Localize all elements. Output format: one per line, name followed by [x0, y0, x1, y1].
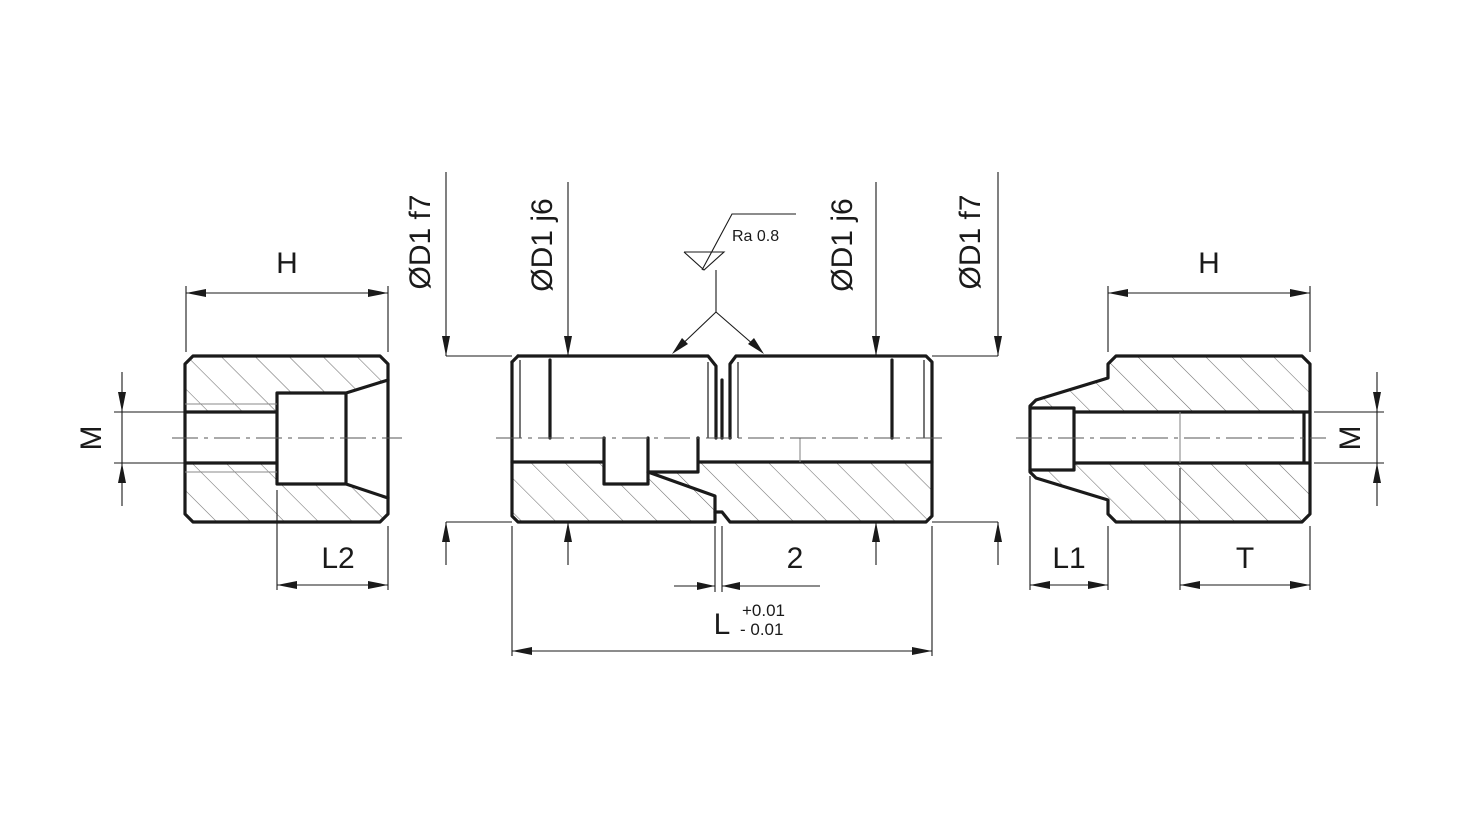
left-part-outline — [183, 354, 390, 524]
length-tolerance-lower: - 0.01 — [740, 620, 783, 639]
left-part-dimensions: H M L2 — [75, 247, 389, 590]
center-part-dimensions: ØD1 f7 ØD1 j6 Ra 0.8 ØD1 j6 ØD1 f7 — [404, 172, 1002, 656]
left-counterbore-label: L2 — [321, 542, 354, 575]
outer-diameter-right-label: ØD1 f7 — [954, 194, 987, 289]
center-part-bore — [510, 436, 934, 486]
center-part-hatch-bottom — [512, 462, 715, 522]
right-part-hatch-top — [1032, 356, 1310, 412]
left-bushing-left-edge — [510, 354, 520, 364]
left-part-bore — [183, 378, 390, 500]
right-thread-label: M — [1334, 426, 1367, 451]
right-counterbore-label: L1 — [1052, 542, 1085, 575]
inner-diameter-left-label: ØD1 j6 — [526, 198, 559, 291]
gap-label: 2 — [787, 542, 804, 575]
left-thread-label: M — [75, 426, 108, 451]
center-part-taper — [646, 470, 717, 514]
right-part-hatch-bottom — [1032, 463, 1310, 522]
left-part-hatch-top — [185, 356, 388, 412]
right-height-label: H — [1198, 247, 1220, 280]
left-bushing-outline — [510, 354, 934, 524]
center-part-hatch-bottom-right — [648, 462, 932, 522]
right-part-dimensions: H M L1 T — [1029, 247, 1384, 590]
center-part-section — [496, 354, 948, 524]
left-part-hatch-bottom — [185, 463, 388, 522]
left-height-label: H — [276, 247, 298, 280]
right-part-bore — [1028, 406, 1312, 472]
outer-diameter-left-label: ØD1 f7 — [404, 194, 437, 289]
left-part-section — [172, 354, 402, 524]
right-part-outline — [1028, 354, 1312, 524]
inner-diameter-right-label: ØD1 j6 — [826, 198, 859, 291]
length-label: L — [714, 608, 731, 641]
surface-finish-label: Ra 0.8 — [732, 228, 779, 245]
length-tolerance-upper: +0.01 — [742, 601, 785, 620]
right-part-section — [1016, 354, 1326, 524]
right-thread-depth-label: T — [1236, 542, 1254, 575]
